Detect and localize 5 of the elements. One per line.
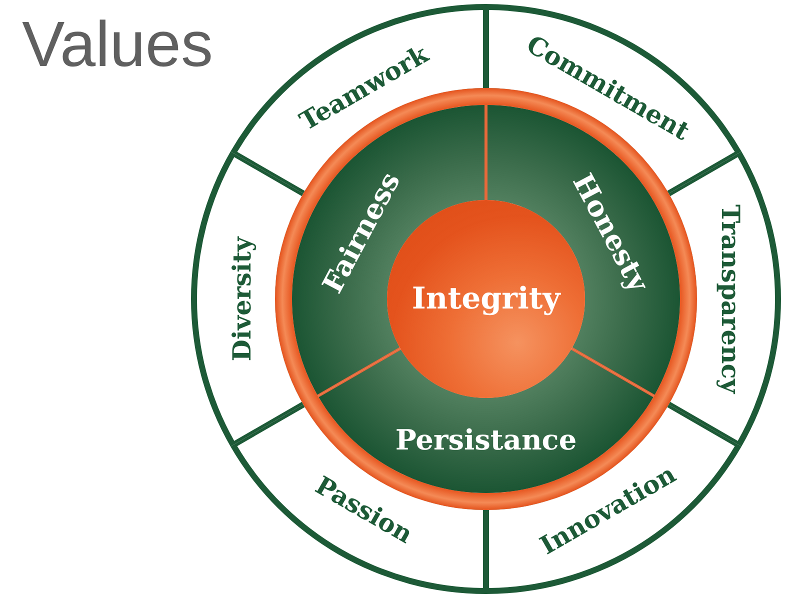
page-title: Values — [22, 12, 213, 76]
value-label: Diversity — [228, 236, 256, 362]
value-label: Persistance — [395, 426, 577, 456]
value-label: Integrity — [412, 282, 560, 316]
value-label: Transparency — [716, 204, 744, 394]
